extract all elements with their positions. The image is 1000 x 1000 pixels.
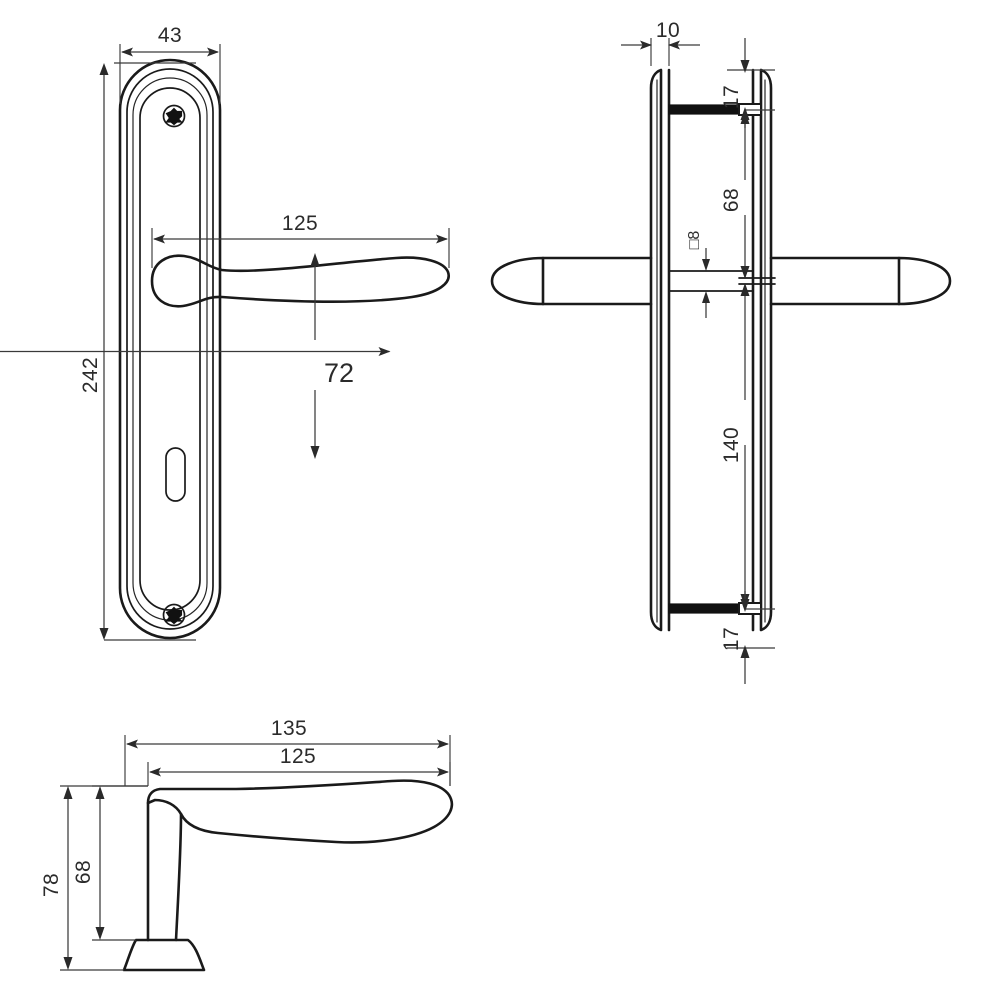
lever-profile-body (146, 779, 454, 844)
backplate-inner-outline (139, 87, 201, 611)
lever-handle-front (150, 254, 450, 308)
side-plate-left-outer (649, 68, 663, 632)
dimension-135-label: 135 (271, 717, 307, 740)
dimension-43: 43 (119, 24, 221, 104)
dimension-242: 242 (0, 62, 391, 641)
lever-profile-stem (146, 801, 183, 942)
dimension-125-front: 125 (151, 212, 450, 268)
dimension-10-label: 10 (656, 19, 680, 42)
dimension-72-label: 72 (324, 358, 354, 388)
side-lever-left (490, 256, 653, 306)
dimension-43-label: 43 (158, 24, 182, 47)
dimension-68-side: 68 (720, 111, 750, 279)
dimension-68-side-label: 68 (720, 188, 743, 212)
lever-profile-base (122, 938, 206, 972)
backplate-outer-outline (118, 58, 222, 640)
keyhole (165, 447, 186, 502)
side-lever-right (769, 256, 952, 306)
dimension-140-label: 140 (720, 427, 743, 463)
side-view: 10 17 68 (490, 19, 952, 684)
dimension-125-profile: 125 (147, 745, 451, 786)
front-view: 43 242 125 (0, 24, 450, 641)
dimension-135: 135 (124, 717, 451, 786)
dimension-68-profile: 68 (72, 785, 148, 941)
dimension-125-front-label: 125 (282, 212, 318, 235)
side-spindle-band (668, 270, 776, 292)
lever-profile-view: 135 125 78 (40, 717, 454, 972)
side-plate-right-outer (759, 68, 773, 632)
backplate-groove-1 (126, 68, 214, 630)
dimension-10: 10 (621, 19, 700, 66)
dimension-140: 140 (720, 283, 750, 607)
dimension-17-bottom-label: 17 (720, 627, 743, 651)
dimension-72: 72 (310, 253, 354, 459)
screw-bottom (162, 603, 186, 627)
backplate-groove-2 (132, 77, 208, 621)
dimension-square-8-label: □8 (686, 231, 703, 250)
dimension-square-8: □8 (686, 231, 710, 318)
dimension-125-profile-label: 125 (280, 745, 316, 768)
dimension-17-top-label: 17 (720, 85, 743, 109)
screw-top (162, 104, 186, 128)
dimension-68-profile-label: 68 (72, 860, 95, 884)
dimension-17-bottom: 17 (720, 591, 775, 684)
dimension-78-label: 78 (40, 873, 63, 897)
dimension-242-label: 242 (79, 357, 102, 393)
